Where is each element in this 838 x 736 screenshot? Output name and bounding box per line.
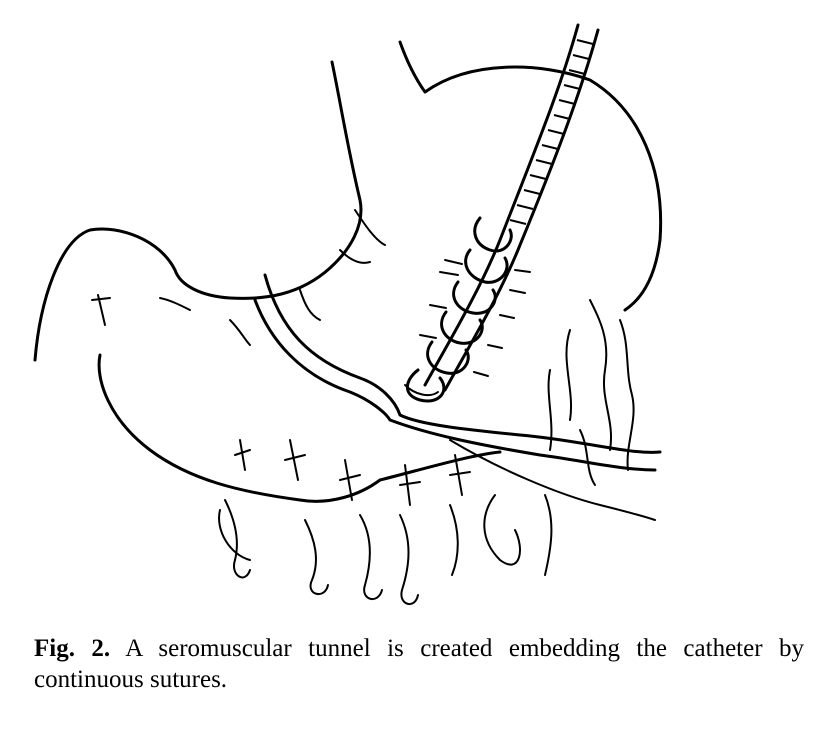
seromuscular-tunnel-sutures xyxy=(404,216,513,403)
tunnel-lower-line xyxy=(263,273,662,454)
figure-caption: Fig. 2. A seromuscular tunnel is created… xyxy=(34,633,804,695)
catheter-hatching xyxy=(509,39,594,225)
lesser-curvature-outline xyxy=(33,60,363,362)
antrum-outline xyxy=(97,353,502,503)
tunnel-upper-line xyxy=(253,298,657,472)
suture-fibers xyxy=(419,259,531,377)
stomach-catheter-drawing xyxy=(33,23,663,605)
stomach-fundus-outline xyxy=(398,40,663,312)
figure-label: Fig. 2. xyxy=(34,635,111,662)
left-gastric-vessels xyxy=(91,209,386,346)
catheter-edge-right xyxy=(443,28,600,392)
right-omental-vessels xyxy=(547,299,635,486)
surgical-illustration xyxy=(33,23,663,605)
gastroepiploic-vessels xyxy=(218,439,553,605)
figure-caption-text: A seromuscular tunnel is created embeddi… xyxy=(34,635,804,693)
catheter-edge-left xyxy=(423,23,580,387)
duodenum-line xyxy=(449,439,656,521)
